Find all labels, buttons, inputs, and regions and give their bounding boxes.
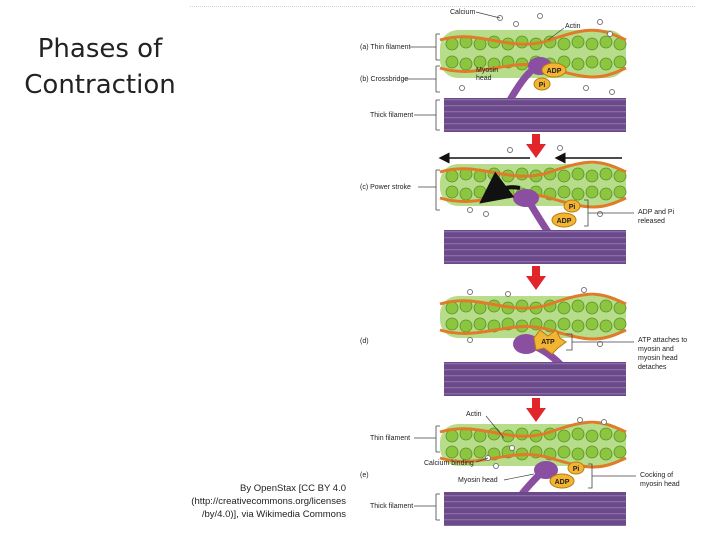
adp-badge-ab: ADP [541, 62, 567, 78]
label-atp-attaches-2: myosin and [638, 346, 674, 353]
red-arrow-2 [526, 266, 546, 290]
adp-badge-e: ADP [549, 473, 575, 489]
label-calcium-binding: Calcium binding [424, 460, 474, 467]
slide-title: Phases of Contraction [14, 31, 186, 103]
pi-label-ab: Pi [539, 82, 546, 89]
label-stage-e: (e) [360, 472, 369, 479]
label-crossbridge-b: (b) Crossbridge [360, 76, 408, 83]
tropomyosin-ab [439, 28, 627, 46]
label-atp-attaches-4: detaches [638, 364, 667, 371]
slide-title-line2: Contraction [24, 70, 176, 101]
atp-label-d: ATP [541, 339, 555, 346]
label-thin-filament-a: (a) Thin filament [360, 44, 411, 51]
label-stage-d: (d) [360, 338, 369, 345]
label-actin-e: Actin [466, 411, 482, 418]
panel-ab: ADP Pi Calcium Actin (a) Thin filament (… [360, 9, 627, 132]
label-myosin-head-2: head [476, 75, 492, 82]
calcium-ions-ab [459, 13, 615, 95]
pi-badge-e: Pi [567, 461, 585, 475]
thick-filament-d [444, 362, 626, 396]
adp-label-ab: ADP [547, 68, 562, 75]
label-thick-filament-e: Thick filament [370, 503, 413, 510]
pi-label-e: Pi [573, 466, 580, 473]
label-actin: Actin [565, 23, 581, 30]
thin-filament-d [439, 292, 627, 341]
slide-title-line1: Phases of [37, 34, 163, 65]
adp-label-c: ADP [557, 218, 572, 225]
thick-filament-ab [444, 98, 626, 132]
label-adp-pi-released-2: released [638, 218, 665, 225]
panel-e: Pi ADP Actin Thin filament Calcium bindi… [360, 411, 680, 526]
label-cocking-1: Cocking of [640, 472, 673, 479]
label-myosin-head-e: Myosin head [458, 477, 498, 484]
label-atp-attaches-3: myosin head [638, 355, 678, 362]
thick-filament-c [444, 230, 626, 264]
credit-line3: /by/4.0)], via Wikimedia Commons [201, 509, 346, 520]
red-arrow-1 [526, 134, 546, 158]
label-atp-attaches-1: ATP attaches to [638, 337, 687, 344]
label-myosin-head-1: Myosin [476, 67, 498, 74]
label-adp-pi-released-1: ADP and Pi [638, 209, 675, 216]
label-thin-filament-e: Thin filament [370, 435, 410, 442]
atp-badge-d: ATP [533, 329, 567, 355]
top-divider [190, 6, 695, 7]
label-power-stroke-c: (c) Power stroke [360, 184, 411, 191]
myosin-head-c [513, 189, 552, 236]
label-calcium: Calcium [450, 9, 475, 16]
label-thick-filament: Thick filament [370, 112, 413, 119]
pi-badge-c: Pi [563, 199, 581, 213]
image-credit: By OpenStax [CC BY 4.0 (http://creativec… [190, 482, 346, 521]
red-arrow-3 [526, 398, 546, 422]
pi-badge-ab: Pi [533, 77, 551, 91]
label-cocking-2: myosin head [640, 481, 680, 488]
pi-label-c: Pi [569, 204, 576, 211]
panel-d: ATP (d) ATP attaches to myosin and myosi… [360, 287, 687, 396]
credit-line1: By OpenStax [CC BY 4.0 [240, 483, 346, 494]
thick-filament-e [444, 492, 626, 526]
power-stroke-arrow [479, 171, 521, 204]
adp-badge-c: ADP [551, 212, 577, 228]
credit-line2: (http://creativecommons.org/licenses [191, 496, 346, 507]
adp-label-e: ADP [555, 479, 570, 486]
panel-c: Pi ADP (c) Power stroke ADP and Pi relea… [360, 145, 675, 264]
